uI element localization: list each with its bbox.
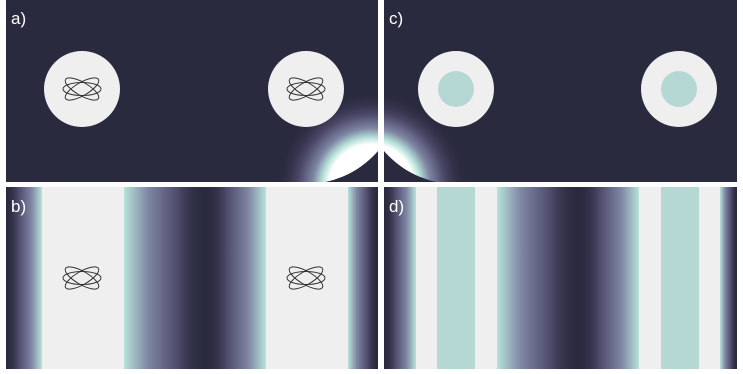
particle-right: [268, 51, 344, 127]
particle-left: [44, 51, 120, 127]
slab-left: [42, 187, 124, 369]
panel-label-c: c): [389, 10, 403, 27]
core-right: [661, 71, 697, 107]
panel-b: [6, 187, 378, 369]
panel-a: [0, 0, 401, 184]
core-right: [661, 187, 699, 369]
panel-label-a: a): [11, 10, 26, 27]
core-left: [437, 187, 475, 369]
core-left: [438, 71, 474, 107]
slab-right: [266, 187, 348, 369]
panel-c: [361, 0, 743, 184]
panel-label-b: b): [11, 198, 26, 215]
panel-d: [384, 187, 737, 369]
panel-label-d: d): [389, 198, 404, 215]
